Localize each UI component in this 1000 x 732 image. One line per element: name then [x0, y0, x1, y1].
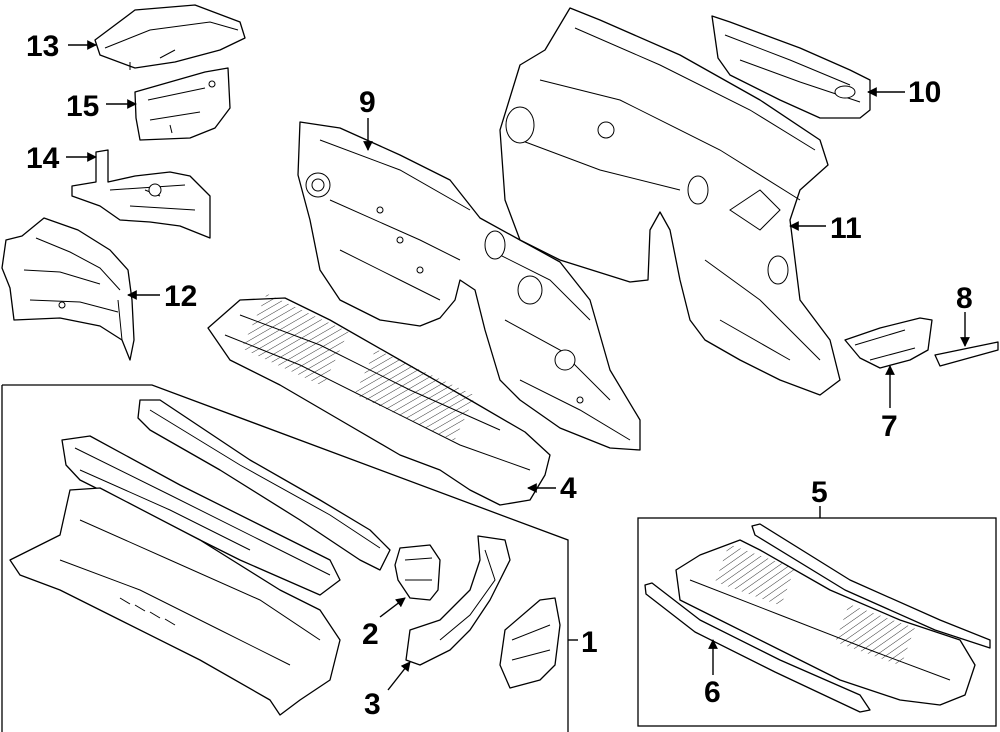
part-10-bracket[interactable]: [711, 15, 871, 119]
callout-8: 8: [956, 282, 973, 315]
callout-6: 6: [704, 676, 721, 709]
part-9-dash-panel[interactable]: [297, 121, 641, 451]
part-8-strip[interactable]: [934, 341, 999, 367]
callout-9: 9: [359, 86, 376, 119]
callout-10: 10: [908, 76, 941, 109]
part-1-cowl-top-assembly[interactable]: [9, 399, 391, 716]
part-13-panel[interactable]: [94, 4, 246, 70]
part-4-cowl-panel[interactable]: [207, 293, 551, 506]
group-box-1: [1, 384, 569, 732]
callout-5: 5: [811, 476, 828, 509]
part-14-bracket[interactable]: [71, 149, 211, 239]
part-5-cowl-panel[interactable]: [675, 539, 976, 706]
part-15-bracket[interactable]: [134, 67, 231, 141]
part-11-rear-dash-panel[interactable]: [499, 7, 841, 396]
callout-11: 11: [830, 212, 862, 245]
callout-14: 14: [26, 142, 60, 175]
leader-2: [379, 597, 406, 618]
callout-3: 3: [364, 688, 381, 721]
callout-15: 15: [66, 90, 99, 123]
callout-4: 4: [560, 472, 577, 505]
leader-3: [387, 661, 411, 691]
part-7-bracket[interactable]: [844, 317, 933, 369]
callout-12: 12: [164, 280, 197, 313]
part-5-top-seal[interactable]: [751, 523, 991, 649]
part-1-side-bracket[interactable]: [499, 597, 561, 689]
callout-1: 1: [581, 626, 598, 659]
part-3-bracket[interactable]: [405, 535, 511, 666]
callout-2: 2: [362, 618, 379, 651]
callout-13: 13: [26, 30, 59, 63]
part-6-seal[interactable]: [644, 582, 871, 713]
part-12-side-panel[interactable]: [1, 217, 135, 361]
callout-7: 7: [881, 410, 898, 443]
part-2-bracket[interactable]: [394, 544, 441, 601]
group-box-5: [637, 517, 997, 727]
